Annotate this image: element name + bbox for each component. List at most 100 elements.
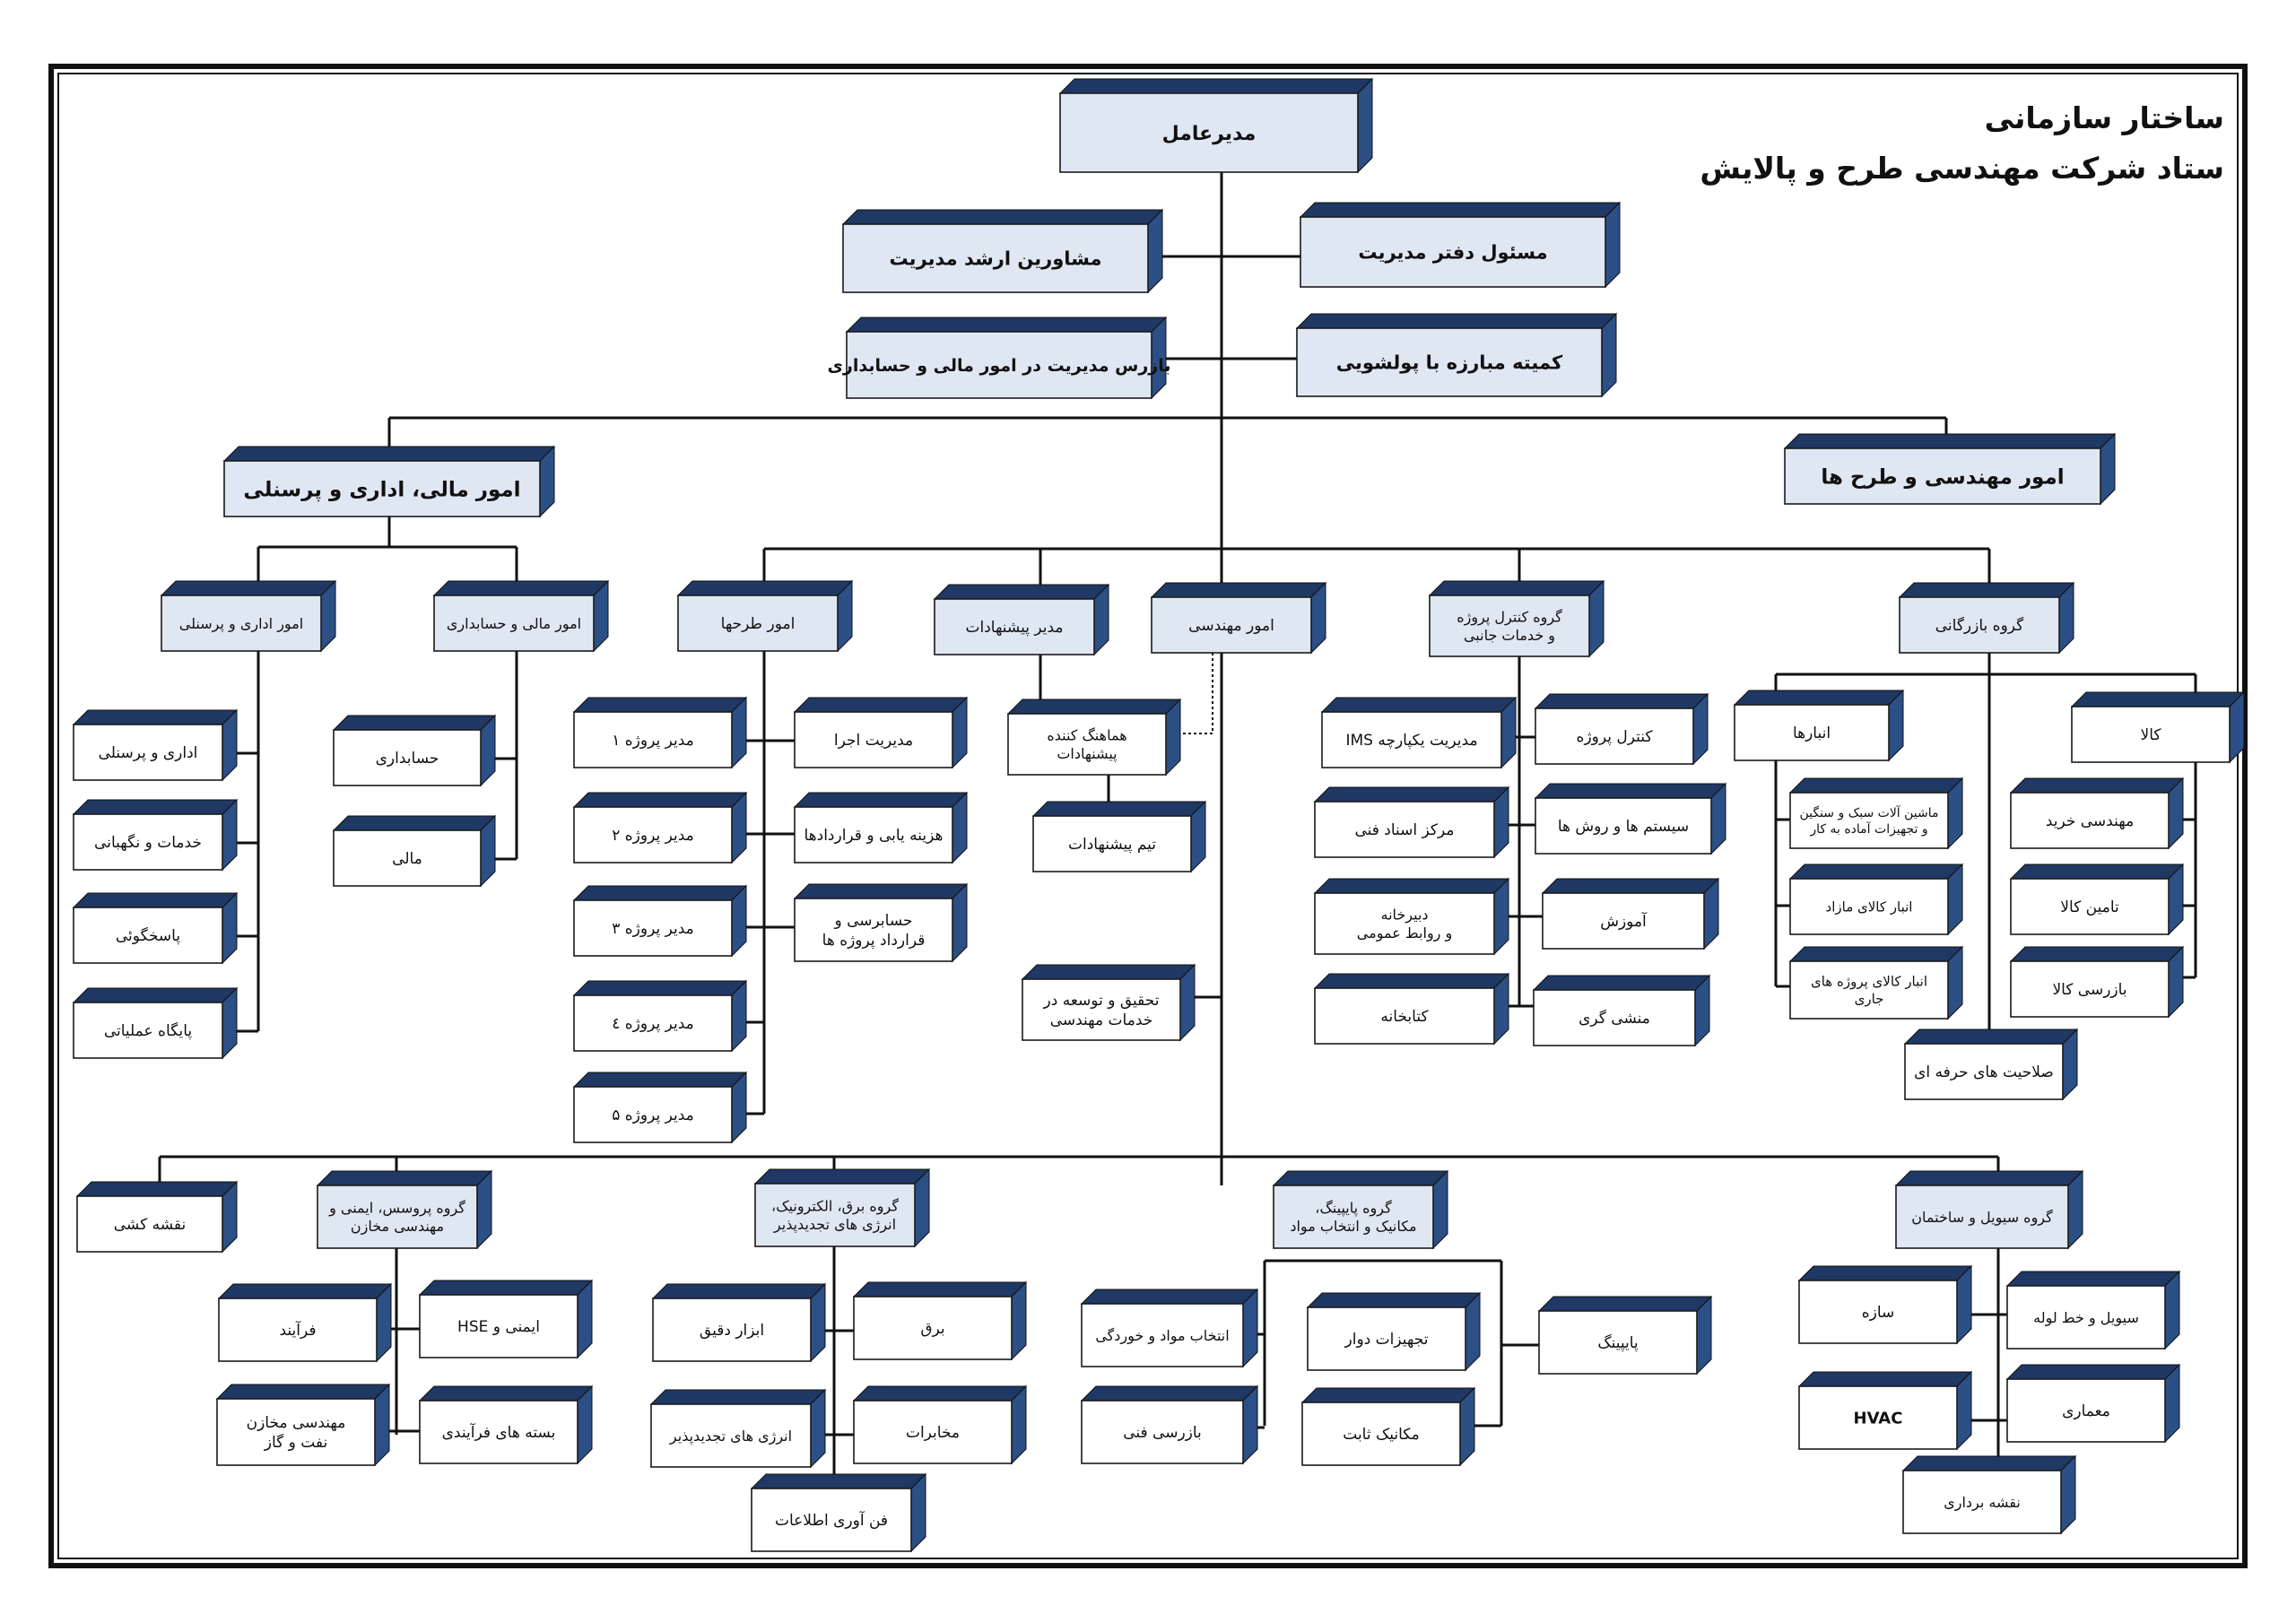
- surplus-warehouse-box: انبار کالای مازاد: [1788, 863, 1964, 936]
- costing-contracts-box-top-face: [793, 792, 969, 808]
- process-packages-box: بسته های فرآیندی: [418, 1384, 594, 1465]
- static-mechanical-box-top-face: [1300, 1387, 1476, 1403]
- project-manager-2-label: مدیر پروژه ۲: [612, 827, 694, 845]
- process-group-box-top-face: [316, 1170, 493, 1186]
- proposal-team-box-label: تیم پیشنهادات: [1068, 836, 1156, 854]
- goods-supply-box-label: تامین کالا: [2060, 898, 2119, 916]
- ceo-box: مدیرعامل: [1058, 77, 1374, 174]
- goods-box-label: کالا: [2141, 726, 2162, 744]
- ceo-box-label: مدیرعامل: [1162, 123, 1257, 145]
- static-mechanical-box-front-face: [1301, 1402, 1461, 1466]
- architecture-box: معماری: [2005, 1363, 2181, 1444]
- goods-supply-box-front-face: [2010, 878, 2170, 935]
- machinery-box-top-face: [1788, 777, 1964, 794]
- senior-advisors-box: مشاورین ارشد مدیریت: [841, 208, 1164, 294]
- project-manager-3-label: مدیر پروژه ۳: [612, 920, 694, 938]
- purchase-engineering-box-front-face: [2010, 792, 2170, 849]
- electrical-unit-box-top-face: [852, 1281, 1028, 1298]
- admin-unit-4: پایگاه عملیاتی: [72, 986, 239, 1060]
- surplus-warehouse-box-top-face: [1788, 864, 1964, 880]
- rnd-box-front-face: [1022, 978, 1181, 1041]
- rnd-box-top-face: [1021, 964, 1196, 980]
- electrical-group-box-label: گروه برق، الکترونیک،انرژی های تجدیدپذیر: [771, 1197, 899, 1234]
- it-box-front-face: [751, 1488, 912, 1552]
- process-packages-box-side-face: [577, 1384, 593, 1465]
- telecom-box-front-face: [853, 1400, 1013, 1464]
- project-manager-4: مدیر پروژه ٤: [572, 979, 748, 1053]
- systems-methods-box-top-face: [1534, 783, 1727, 799]
- admin-unit-2-front-face: [73, 813, 223, 871]
- audit-contracts-box-front-face: [794, 898, 953, 962]
- materials-corrosion-box-side-face: [1242, 1288, 1258, 1368]
- hse-box-front-face: [419, 1294, 578, 1358]
- qualifications-box: صلاحیت های حرفه ای: [1903, 1028, 2079, 1101]
- goods-box-front-face: [2071, 706, 2231, 763]
- accounting-unit-2-label: مالی: [392, 850, 422, 868]
- goods-inspection-box: بازرسی کالا: [2009, 945, 2185, 1019]
- warehouses-box-label: انبارها: [1793, 725, 1831, 742]
- systems-methods-box: سیستم ها و روش ها: [1534, 782, 1727, 855]
- admin-unit-4-label: پایگاه عملیاتی: [104, 1021, 193, 1040]
- reservoir-eng-box-side-face: [374, 1383, 390, 1467]
- surveying-box-front-face: [1902, 1470, 2062, 1534]
- hse-box-label: ایمنی و HSE: [457, 1318, 540, 1336]
- renewables-box: انرژی های تجدیدپذیر: [649, 1388, 827, 1469]
- audit-contracts-box-side-face: [952, 882, 968, 963]
- anti-money-laundering-box-label: کمیته مبارزه با پولشویی: [1336, 352, 1563, 374]
- proposals-box: مدیر پیشنهادات: [933, 583, 1110, 656]
- accounting-box-label: امور مالی و حسابداری: [447, 615, 581, 633]
- tech-docs-center-box-front-face: [1314, 801, 1495, 858]
- secretariat-box-front-face: [1314, 892, 1495, 955]
- purchase-engineering-box: مهندسی خرید: [2009, 777, 2185, 850]
- civil-pipeline-box-front-face: [2006, 1285, 2166, 1350]
- admin-unit-4-front-face: [73, 1002, 223, 1059]
- rotating-equipment-box-side-face: [1465, 1291, 1481, 1372]
- structure-box-top-face: [1797, 1265, 1973, 1281]
- warehouses-box-front-face: [1734, 704, 1890, 761]
- title-line-2: ستاد شرکت مهندسی طرح و پالایش: [1700, 151, 2224, 186]
- commerce-box-label: گروه بازرگانی: [1935, 616, 2024, 635]
- admin-unit-1-top-face: [72, 709, 239, 725]
- engineering-box-label: امور مهندسی: [1188, 617, 1274, 635]
- process-unit-box-front-face: [218, 1298, 378, 1362]
- project-manager-1-label: مدیر پروژه ۱: [612, 732, 694, 750]
- structure-box-label: سازه: [1862, 1304, 1895, 1322]
- purchase-engineering-box-label: مهندسی خرید: [2046, 812, 2134, 830]
- training-box-front-face: [1542, 892, 1705, 950]
- ceo-box-top-face: [1058, 78, 1374, 94]
- surplus-warehouse-box-front-face: [1789, 878, 1949, 935]
- admin-unit-3-label: پاسخگوئی: [116, 926, 180, 945]
- commerce-box: گروه بازرگانی: [1898, 581, 2075, 655]
- structure-box-front-face: [1798, 1280, 1958, 1344]
- admin-personnel-box-front-face: [161, 595, 322, 652]
- materials-corrosion-box-label: انتخاب مواد و خوردگی: [1095, 1327, 1229, 1345]
- admin-unit-4-top-face: [72, 987, 239, 1003]
- anti-money-laundering-box-top-face: [1295, 313, 1618, 329]
- accounting-box: امور مالی و حسابداری: [432, 579, 610, 653]
- office-manager-box-top-face: [1299, 202, 1622, 218]
- commerce-box-top-face: [1898, 582, 2075, 598]
- general-plan-box-top-face: [75, 1181, 239, 1197]
- electrical-group-box: گروه برق، الکترونیک،انرژی های تجدیدپذیر: [753, 1167, 931, 1248]
- piping-unit-box: پایپینگ: [1537, 1295, 1713, 1376]
- it-box-label: فن آوری اطلاعات: [775, 1510, 888, 1530]
- finance-admin-box-label: امور مالی، اداری و پرسنلی: [243, 478, 520, 501]
- proposal-team-box-top-face: [1031, 801, 1207, 817]
- project-manager-4-label: مدیر پروژه ٤: [612, 1015, 694, 1033]
- secretary-box-top-face: [1532, 975, 1711, 991]
- admin-unit-2: خدمات و نگهبانی: [72, 798, 239, 872]
- finance-admin-box: امور مالی، اداری و پرسنلی: [222, 445, 556, 518]
- project-control-unit-front-face: [1535, 707, 1694, 765]
- accounting-unit-1-label: حسابداری: [376, 750, 439, 768]
- civil-pipeline-box: سیویل و خط لوله: [2005, 1270, 2181, 1350]
- ims-box-top-face: [1320, 697, 1518, 713]
- hvac-box-side-face: [1956, 1370, 1972, 1451]
- process-unit-box: فرآیند: [217, 1282, 393, 1363]
- piping-group-box-label: گروه پایپینگ،مکانیک و انتخاب مواد: [1290, 1199, 1416, 1236]
- accounting-unit-1: حسابداری: [332, 714, 497, 787]
